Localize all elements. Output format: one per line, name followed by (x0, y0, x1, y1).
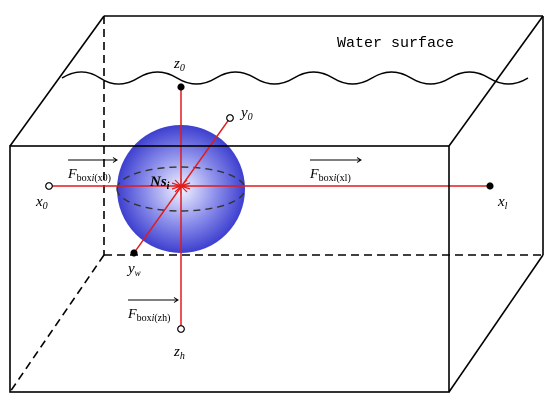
box-front-face (9, 145, 450, 393)
z0-endpoint-solid (177, 83, 185, 91)
force-zh: Fboxi(zh) (127, 297, 179, 324)
label-z0: z0 (173, 56, 185, 74)
water-surface-wave (61, 71, 529, 85)
axis-lines (49, 87, 490, 329)
sphere-equator-front (116, 188, 246, 212)
x0-endpoint-hollow (45, 182, 53, 190)
label-zh: zh (173, 344, 185, 362)
box-depth-bottom-left-edge (9, 254, 105, 393)
force-xl: Fboxi(xl) (309, 157, 362, 184)
label-y0: y0 (239, 105, 253, 123)
label-yw: yw (126, 261, 141, 278)
xl-endpoint-solid (486, 182, 494, 190)
box-depth-bottom-right-edge (448, 254, 544, 393)
label-force-xl: Fboxi(xl) (309, 167, 351, 184)
force-x0: Fboxi(x0) (67, 157, 118, 184)
zh-endpoint-hollow (177, 325, 185, 333)
box-depth-top-left-edge (9, 15, 105, 147)
box-back-edges (9, 15, 544, 393)
label-force-x0: Fboxi(x0) (67, 167, 111, 184)
yw-endpoint-solid (130, 249, 138, 257)
label-xl: xl (497, 194, 508, 212)
water-surface-label: Water surface (337, 35, 454, 52)
center-burst (171, 178, 191, 194)
sphere-equator-back (116, 166, 246, 190)
label-center-ns: Nsi (149, 174, 170, 192)
y0-endpoint-hollow (226, 114, 234, 122)
label-force-zh: Fboxi(zh) (127, 307, 170, 324)
label-x0: x0 (35, 194, 48, 212)
